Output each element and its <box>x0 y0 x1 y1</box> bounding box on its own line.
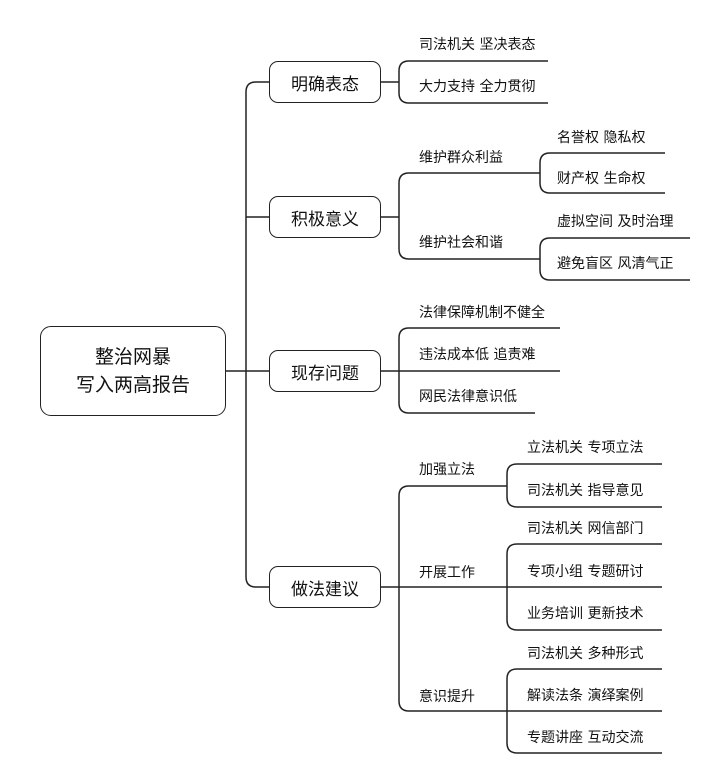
leaf-label: 避免盲区 风清气正 <box>557 256 674 272</box>
leaf-label: 解读法条 演绎案例 <box>527 688 644 704</box>
leaf-label: 司法机关 网信部门 <box>527 521 644 537</box>
leaf-label: 业务培训 更新技术 <box>527 606 644 622</box>
sub-branch-label: 维护群众利益 <box>419 150 503 166</box>
branch-node-xiancun-wenti[interactable]: 现存问题 <box>269 350 381 392</box>
branch-node-zuofa-jianyi[interactable]: 做法建议 <box>269 566 381 608</box>
branch-node-mingque-biaotai[interactable]: 明确表态 <box>269 61 381 103</box>
root-node-text: 整治网暴 写入两高报告 <box>76 343 190 399</box>
leaf-label: 违法成本低 追责难 <box>419 347 536 363</box>
leaf-label: 名誉权 隐私权 <box>557 130 646 146</box>
leaf-label: 财产权 生命权 <box>557 171 646 187</box>
sub-branch-label: 加强立法 <box>419 462 475 478</box>
root-title-line-2: 写入两高报告 <box>75 374 190 396</box>
root-node[interactable]: 整治网暴 写入两高报告 <box>40 326 226 416</box>
leaf-label: 法律保障机制不健全 <box>419 305 545 321</box>
leaf-label: 虚拟空间 及时治理 <box>557 214 674 230</box>
leaf-label: 司法机关 指导意见 <box>527 483 644 499</box>
leaf-label: 司法机关 多种形式 <box>527 646 644 662</box>
root-title-line-1: 整治网暴 <box>94 346 171 368</box>
branch-node-jiji-yiyi[interactable]: 积极意义 <box>269 196 381 238</box>
leaf-label: 立法机关 专项立法 <box>527 440 644 456</box>
sub-branch-label: 开展工作 <box>419 565 475 581</box>
leaf-label: 网民法律意识低 <box>419 389 517 405</box>
leaf-label: 专项小组 专题研讨 <box>527 564 644 580</box>
leaf-label: 专题讲座 互动交流 <box>527 730 644 746</box>
sub-branch-label: 维护社会和谐 <box>419 235 503 251</box>
leaf-label: 司法机关 坚决表态 <box>419 37 536 53</box>
leaf-label: 大力支持 全力贯彻 <box>419 79 536 95</box>
sub-branch-label: 意识提升 <box>419 689 475 705</box>
